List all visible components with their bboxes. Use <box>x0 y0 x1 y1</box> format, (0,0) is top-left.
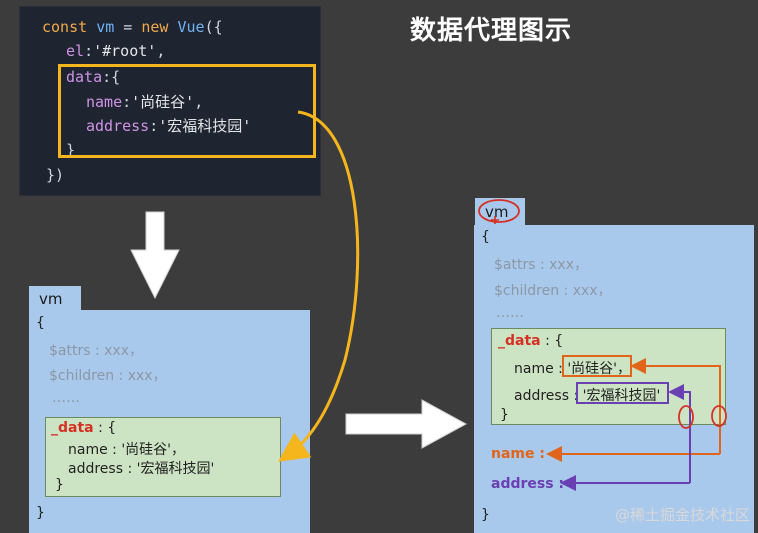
code-comma: , <box>156 42 166 60</box>
red-loop-mark-orange <box>711 405 727 427</box>
code-name-prop: name <box>86 93 123 111</box>
watermark: @稀土掘金技术社区 <box>614 506 750 524</box>
red-loop-mark-purple <box>678 405 694 429</box>
code-line-2: el:'#root', <box>66 39 165 63</box>
data-highlight-box <box>58 64 316 158</box>
left-vm-open-brace: { <box>36 315 45 331</box>
left-data-address: address : '宏福科技园' <box>68 461 215 477</box>
right-data-address-value: '宏福科技园' <box>582 388 661 404</box>
diagram-title: 数据代理图示 <box>410 16 573 46</box>
code-line-7: }) <box>46 166 65 184</box>
right-data-key: _data <box>498 333 541 349</box>
left-vm-dots: …… <box>52 390 80 406</box>
left-vm-close-brace: } <box>36 505 45 521</box>
right-vm-close-brace: } <box>481 507 490 523</box>
left-data-key: _data <box>51 420 94 436</box>
code-open-paren: ({ <box>204 18 223 36</box>
right-data-address: address : '宏福科技园' <box>514 385 660 405</box>
code-address-prop: address <box>86 117 150 135</box>
code-line-1: const vm = new Vue({ <box>42 15 223 39</box>
code-comma: , <box>194 93 204 111</box>
right-vm-children: $children : xxx， <box>494 283 612 299</box>
yellow-curve-arrow <box>278 110 360 462</box>
right-data-name-key: name : <box>514 361 563 377</box>
left-vm-panel: { $attrs : xxx， $children : xxx， …… _dat… <box>29 310 310 533</box>
right-data-address-key: address : <box>514 388 579 404</box>
red-plus-mark <box>491 216 499 224</box>
right-arrow-icon <box>345 399 468 449</box>
left-vm-children: $children : xxx， <box>49 368 167 384</box>
right-data-header: _data : { <box>498 333 563 349</box>
code-line-5: address:'宏福科技园' <box>86 114 251 138</box>
right-data-name: name : '尚硅谷'， <box>514 358 631 378</box>
code-address-string: '宏福科技园' <box>158 117 252 135</box>
left-data-close: } <box>55 477 64 493</box>
right-vm-open-brace: { <box>481 229 490 245</box>
purple-arrow-to-data-address <box>668 384 691 483</box>
code-name-string: '尚硅谷' <box>131 93 195 111</box>
code-colon: : <box>122 93 132 111</box>
orange-arrow-to-data-name <box>630 358 721 454</box>
code-data-prop: data <box>66 68 103 86</box>
down-arrow-icon <box>130 211 180 300</box>
left-vm-tab: vm <box>29 286 81 312</box>
code-equals: = <box>114 18 142 36</box>
right-vm-dots: …… <box>496 305 524 321</box>
code-new-keyword: new <box>141 18 169 36</box>
left-data-name: name : '尚硅谷'， <box>68 442 186 458</box>
code-vue-class: Vue <box>177 18 205 36</box>
vm-red-circle <box>478 199 520 223</box>
left-data-open: : { <box>98 420 117 436</box>
code-root-string: '#root' <box>93 42 157 60</box>
right-vm-panel: { $attrs : xxx， $children : xxx， …… _dat… <box>474 225 754 533</box>
code-line-4: name:'尚硅谷', <box>86 90 203 114</box>
code-vm-var: vm <box>96 18 115 36</box>
left-data-header: _data : { <box>51 420 116 436</box>
proxy-address-label: address : <box>491 476 565 492</box>
code-line-3: data:{ <box>66 65 120 89</box>
right-data-open: : { <box>545 333 564 349</box>
code-const-keyword: const <box>42 18 88 36</box>
left-vm-data-box: _data : { name : '尚硅谷'， address : '宏福科技园… <box>45 417 281 497</box>
code-line-6: } <box>66 141 76 159</box>
code-data-open: :{ <box>102 68 121 86</box>
code-colon: : <box>84 42 94 60</box>
code-colon: : <box>149 117 159 135</box>
code-block: const vm = new Vue({ el:'#root', data:{ … <box>20 7 320 195</box>
right-data-close: } <box>500 407 509 423</box>
right-vm-attrs: $attrs : xxx， <box>494 257 588 273</box>
right-data-name-value: '尚硅谷'， <box>567 361 632 377</box>
code-el-prop: el <box>66 42 85 60</box>
proxy-name-label: name : <box>491 446 545 462</box>
left-vm-attrs: $attrs : xxx， <box>49 343 143 359</box>
